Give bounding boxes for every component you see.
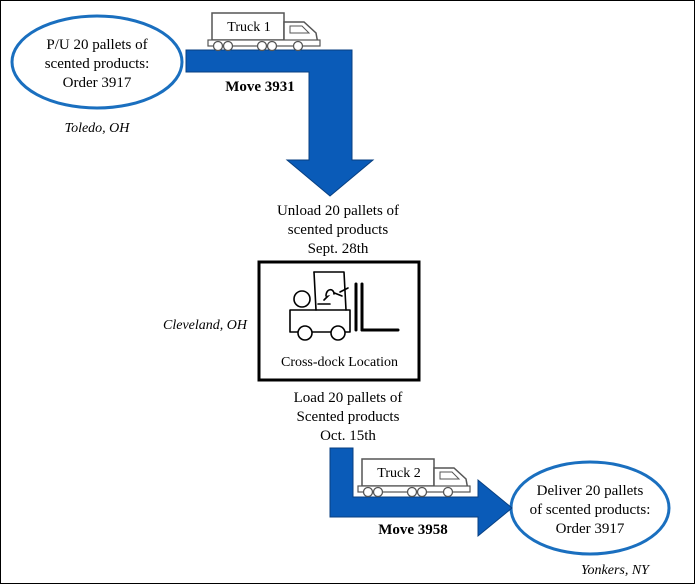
crossdock-city: Cleveland, OH	[163, 318, 247, 333]
unload-text: Unload 20 pallets of scented products Se…	[258, 202, 418, 259]
deliver-line-3: Order 3917	[555, 521, 625, 537]
truck-icon	[357, 458, 471, 498]
pickup-line-1: P/U 20 pallets of	[46, 37, 148, 53]
forklift-icon	[289, 271, 400, 341]
unload-line-2: scented products	[287, 222, 389, 238]
unload-line-1: Unload 20 pallets of	[276, 203, 400, 219]
truck-1-label: Truck 1	[227, 20, 271, 35]
truck-2-label: Truck 2	[377, 466, 421, 481]
pickup-line-2: scented products:	[44, 56, 150, 72]
pickup-line-3: Order 3917	[62, 75, 132, 91]
move-3931-arrow	[185, 49, 375, 197]
crossdock-label: Cross-dock Location	[280, 355, 399, 370]
deliver-line-1: Deliver 20 pallets	[536, 483, 644, 499]
load-text: Load 20 pallets of Scented products Oct.…	[268, 389, 428, 446]
load-line-1: Load 20 pallets of	[293, 390, 403, 406]
origin-ellipse	[10, 14, 184, 110]
unload-line-3: Sept. 28th	[307, 241, 369, 257]
pickup-text: P/U 20 pallets of scented products: Orde…	[22, 36, 172, 93]
load-line-2: Scented products	[296, 409, 400, 425]
deliver-line-2: of scented products:	[529, 502, 651, 518]
truck-icon	[207, 12, 321, 52]
load-line-3: Oct. 15th	[320, 428, 376, 444]
destination-city: Yonkers, NY	[581, 563, 649, 578]
deliver-text: Deliver 20 pallets of scented products: …	[515, 482, 665, 539]
move-3958-label: Move 3958	[378, 522, 448, 538]
origin-city: Toledo, OH	[64, 121, 130, 136]
move-3931-label: Move 3931	[225, 79, 295, 95]
move-3958-arrow	[329, 447, 513, 538]
